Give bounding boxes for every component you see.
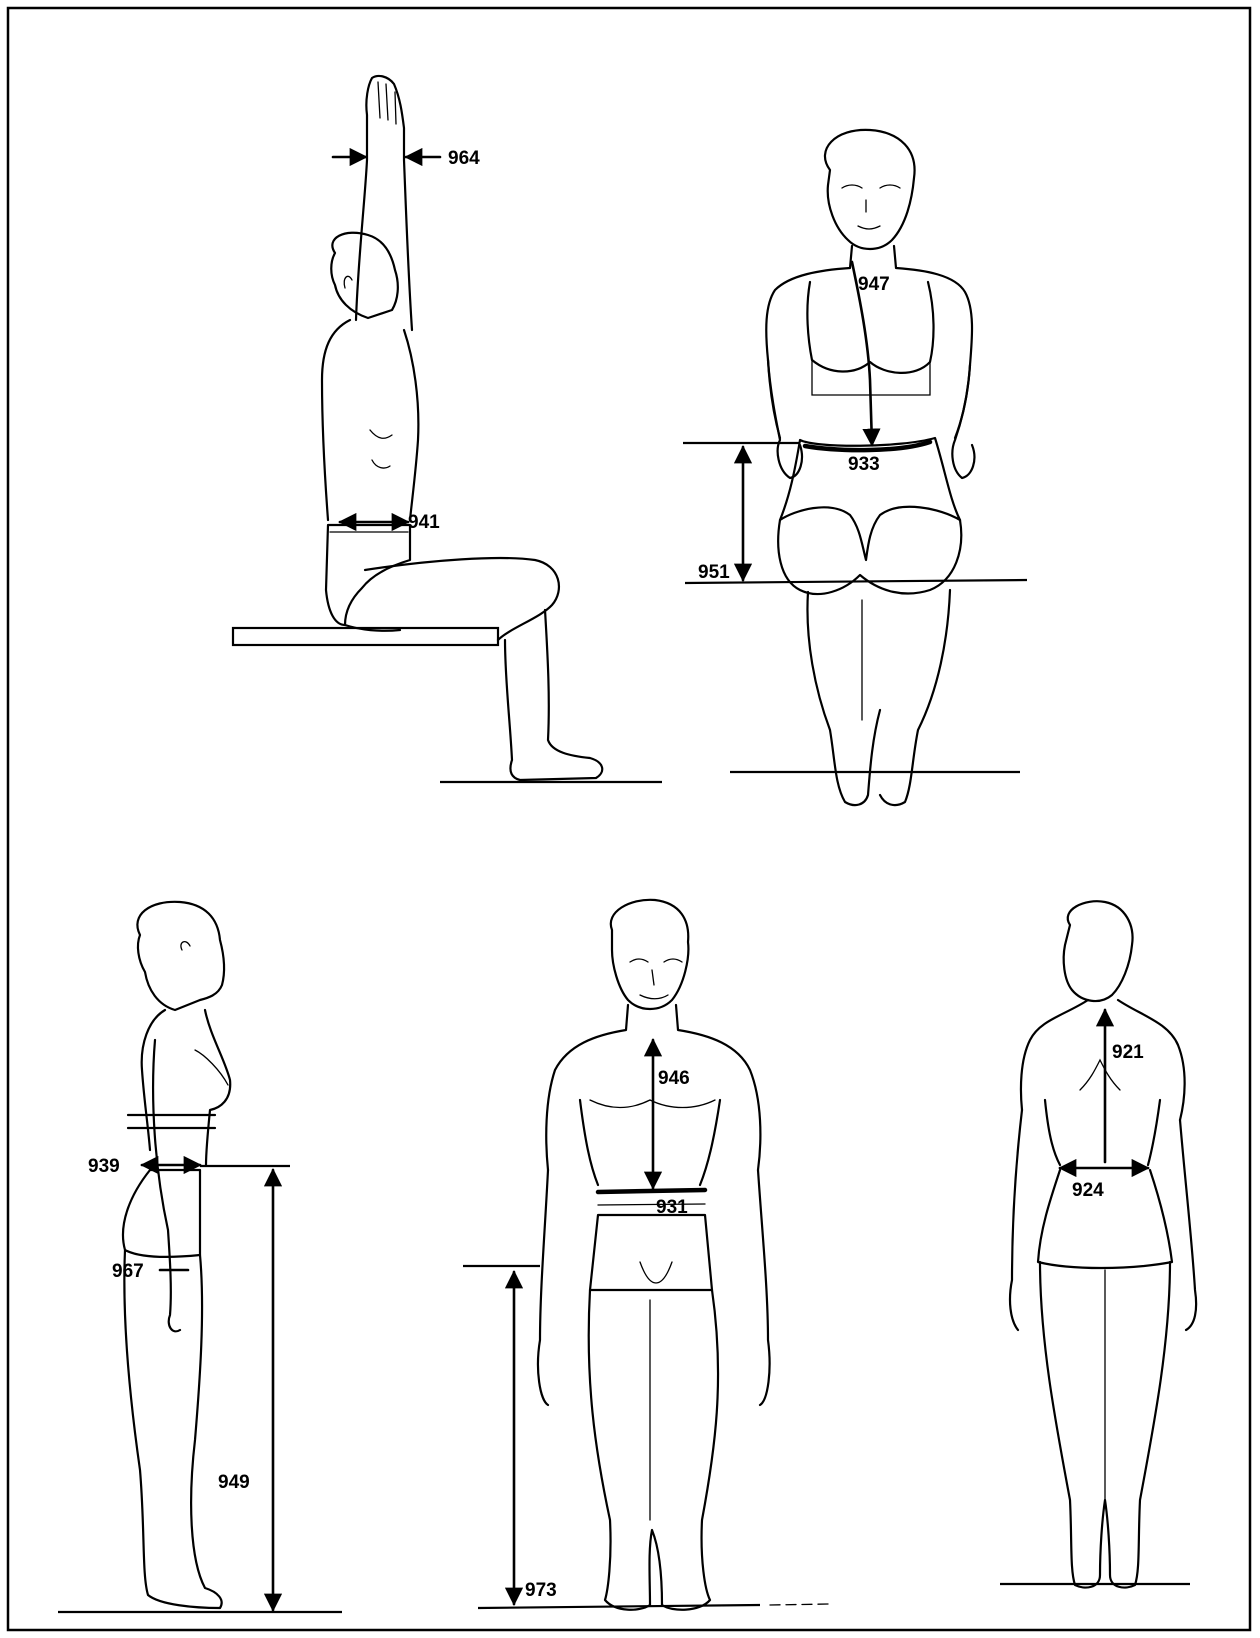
label-949: 949	[218, 1472, 250, 1493]
figure-standing-man-front: 931 946 973	[463, 900, 830, 1610]
label-946: 946	[658, 1068, 690, 1089]
measure-931-band	[598, 1190, 705, 1192]
page-border	[8, 8, 1250, 1630]
legs	[124, 1250, 221, 1608]
right-arm	[758, 1170, 770, 1405]
head	[137, 902, 224, 1010]
figure-seated-man-arm-raised: 964 941	[233, 76, 662, 782]
figure-standing-woman-side: 939 967 949	[58, 902, 342, 1612]
label-951: 951	[698, 562, 730, 583]
briefs	[590, 1215, 712, 1290]
briefs	[123, 1170, 200, 1257]
label-947: 947	[858, 274, 890, 295]
left-arm	[1010, 1110, 1022, 1330]
head	[331, 233, 398, 318]
torso	[1045, 1100, 1160, 1165]
briefs	[326, 525, 410, 625]
label-924: 924	[1072, 1180, 1104, 1201]
torso	[322, 320, 418, 520]
figure-seated-woman-front: 947 933 951	[683, 130, 1027, 805]
left-arm	[538, 1170, 548, 1405]
label-941: 941	[408, 512, 440, 533]
label-931: 931	[656, 1197, 688, 1218]
arm	[153, 1040, 180, 1331]
label-933: 933	[848, 454, 880, 475]
label-964: 964	[448, 148, 480, 169]
legs	[589, 1290, 718, 1610]
label-921: 921	[1112, 1042, 1144, 1063]
head	[1064, 901, 1133, 1001]
bra-band	[128, 1115, 215, 1128]
figure-standing-woman-back: 921 924	[1000, 901, 1196, 1587]
seat-line	[685, 580, 1027, 583]
right-arm	[1180, 1120, 1196, 1330]
ground-dash	[770, 1604, 830, 1605]
label-939: 939	[88, 1156, 120, 1177]
label-967: 967	[112, 1261, 144, 1282]
right-arm	[952, 365, 974, 478]
briefs	[1038, 1170, 1172, 1268]
head	[611, 900, 689, 1009]
raised-arm	[356, 76, 412, 330]
label-973: 973	[525, 1580, 557, 1601]
shin	[505, 610, 602, 780]
torso	[580, 1100, 720, 1185]
bra	[807, 282, 933, 373]
head	[825, 130, 915, 249]
